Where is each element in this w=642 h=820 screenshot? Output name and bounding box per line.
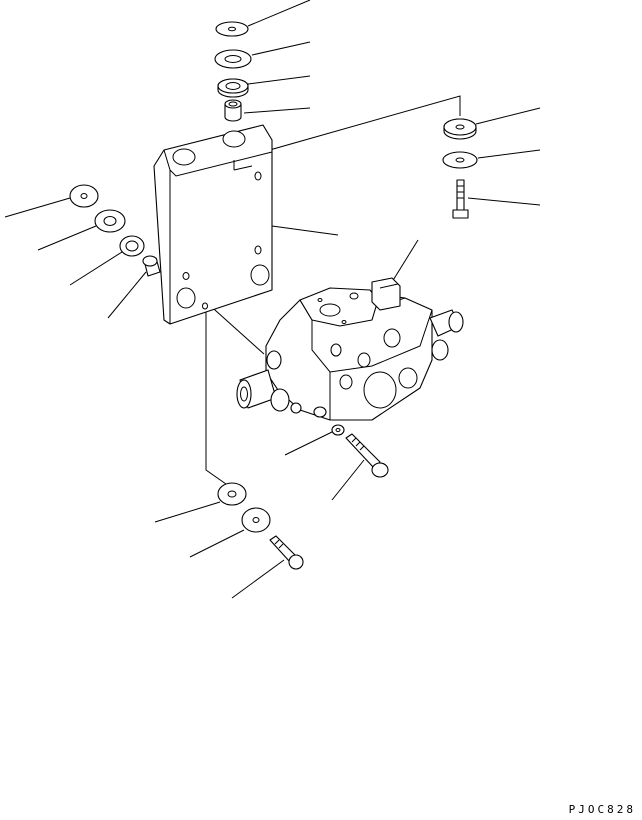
rubber-mount-left xyxy=(119,235,145,257)
drawing-code: PJOC828 xyxy=(568,803,636,816)
plate-washer-bottom xyxy=(241,507,271,533)
plate-washer-right xyxy=(442,151,478,169)
washer-bottom xyxy=(217,482,247,506)
washer-left xyxy=(69,184,99,208)
collar-left xyxy=(142,255,161,277)
washer-top xyxy=(215,21,249,37)
bracket xyxy=(153,124,273,325)
bolt-bottom xyxy=(269,535,304,570)
small-washer xyxy=(331,424,345,436)
rubber-mount-top xyxy=(217,78,249,98)
washer-right xyxy=(443,118,477,140)
leader-lines xyxy=(4,0,541,599)
spacer-washer-left xyxy=(94,209,126,233)
collar-top xyxy=(224,99,242,122)
spacer-washer-top xyxy=(214,49,252,69)
bolt-valve xyxy=(345,433,389,478)
bolt-right xyxy=(452,179,469,219)
control-valve xyxy=(236,277,464,421)
